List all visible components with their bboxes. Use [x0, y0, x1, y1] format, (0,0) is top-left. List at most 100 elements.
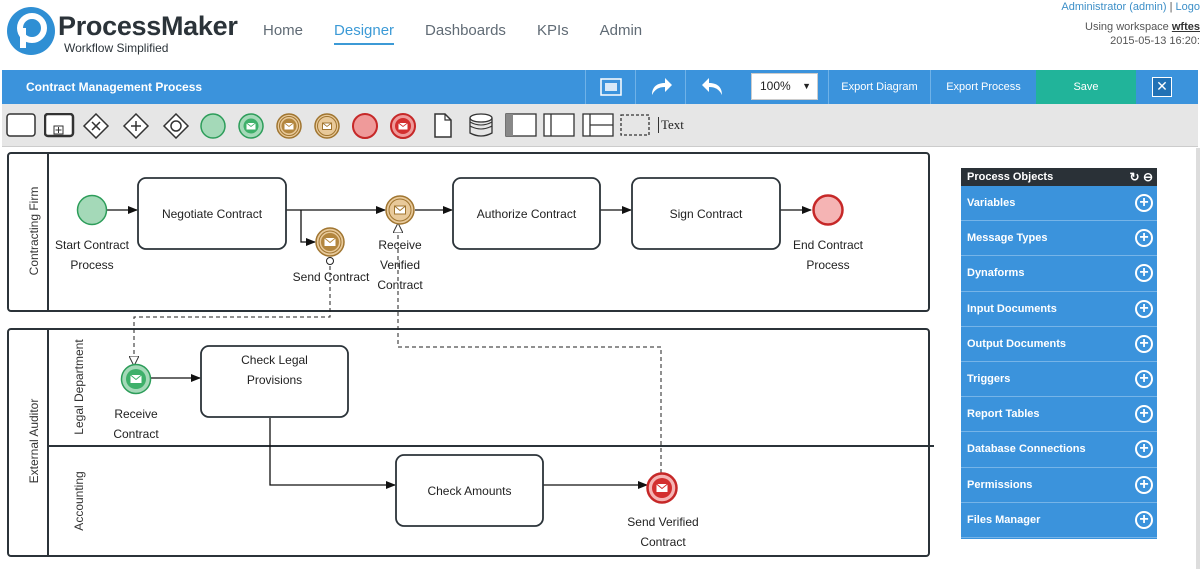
- panel-title: Process Objects: [967, 171, 1054, 183]
- event-label-line: Contract: [377, 278, 423, 292]
- task-check-amounts[interactable]: [395, 454, 544, 527]
- diagram-canvas[interactable]: Contracting Firm External Auditor Legal …: [0, 148, 950, 569]
- lane-split-icon[interactable]: [582, 113, 614, 139]
- add-icon[interactable]: +: [1135, 510, 1153, 529]
- add-icon[interactable]: +: [1135, 194, 1153, 212]
- chevron-down-icon: ▼: [802, 81, 811, 91]
- panel-item-permissions[interactable]: Permissions +: [961, 468, 1157, 503]
- save-button[interactable]: Save: [1036, 70, 1136, 104]
- message-flow-send-contract[interactable]: [134, 259, 331, 365]
- zoom-select[interactable]: 100% ▼: [751, 73, 818, 100]
- send-verified-event[interactable]: [646, 472, 678, 504]
- lane-tool-icon[interactable]: [543, 113, 575, 139]
- parallel-gateway-icon[interactable]: [122, 113, 150, 139]
- text-annotation-tool[interactable]: Text: [658, 117, 684, 133]
- panel-item-label: Permissions: [967, 478, 1033, 491]
- panel-item-report-tables[interactable]: Report Tables+: [961, 397, 1157, 433]
- nav-kpis[interactable]: KPIs: [536, 22, 569, 39]
- panel-item-output-documents[interactable]: Output Documents+: [961, 327, 1157, 362]
- add-icon[interactable]: +: [1135, 299, 1153, 318]
- end-message-event-icon[interactable]: [389, 113, 417, 141]
- undo-button[interactable]: [685, 70, 740, 104]
- task-label: Sign Contract: [669, 206, 743, 221]
- task-negotiate-contract[interactable]: [137, 177, 287, 250]
- add-icon[interactable]: +: [1135, 264, 1153, 283]
- panel-item-files-manager[interactable]: Files Manager+: [961, 503, 1157, 538]
- task-label: Check Legal Provisions: [201, 350, 348, 390]
- panel-item-input-documents[interactable]: Input Documents+: [961, 292, 1157, 327]
- event-label: Send Verified Contract: [608, 512, 718, 552]
- flow-negotiate-send[interactable]: [300, 210, 316, 246]
- add-icon[interactable]: +: [1135, 369, 1153, 388]
- event-label-line: Send Verified: [627, 515, 699, 529]
- logout-link[interactable]: Logo: [1175, 1, 1200, 13]
- user-name-link[interactable]: Administrator (admin): [1061, 1, 1167, 13]
- shapes-palette: Text: [2, 104, 1198, 147]
- workspace-info: Using workspace wftes 2015-05-13 16:20:: [1085, 20, 1200, 48]
- nav-designer[interactable]: Designer: [334, 22, 395, 45]
- event-label-line: Contract: [640, 535, 686, 549]
- nav-admin[interactable]: Admin: [599, 22, 643, 39]
- task-label: Check Amounts: [427, 483, 512, 498]
- end-event-icon[interactable]: [351, 113, 379, 141]
- export-diagram-button[interactable]: Export Diagram: [828, 70, 930, 104]
- brand-name: ProcessMaker: [58, 11, 238, 41]
- flow-checklegal-checkamounts[interactable]: [269, 418, 396, 489]
- panel-item-label: Variables: [967, 197, 1016, 209]
- pool-tool-icon[interactable]: [505, 113, 537, 139]
- data-store-icon[interactable]: [467, 113, 495, 139]
- data-object-icon[interactable]: [432, 113, 454, 139]
- task-label: Authorize Contract: [476, 206, 577, 221]
- task-sign-contract[interactable]: [631, 177, 781, 250]
- task-authorize-contract[interactable]: [452, 177, 601, 250]
- event-label-line: Verified: [379, 258, 421, 272]
- workspace-name[interactable]: wftes: [1171, 21, 1200, 33]
- panel-item-dynaforms[interactable]: Dynaforms +: [961, 256, 1157, 292]
- start-event-icon[interactable]: [199, 113, 227, 141]
- end-event[interactable]: [812, 194, 844, 226]
- add-icon[interactable]: +: [1135, 229, 1153, 248]
- task-label: Negotiate Contract: [161, 206, 263, 221]
- receive-contract-event[interactable]: [120, 363, 152, 395]
- add-icon[interactable]: +: [1135, 440, 1153, 459]
- add-icon[interactable]: +: [1135, 334, 1153, 353]
- processmaker-logo[interactable]: [6, 6, 206, 56]
- receive-verified-event[interactable]: [385, 195, 415, 225]
- redo-button[interactable]: [635, 70, 685, 104]
- export-process-button[interactable]: Export Process: [930, 70, 1036, 104]
- intermediate-send-icon[interactable]: [275, 113, 303, 141]
- nav-home[interactable]: Home: [263, 22, 304, 39]
- inclusive-gateway-icon[interactable]: [162, 113, 190, 139]
- close-icon[interactable]: ✕: [1152, 77, 1172, 97]
- intermediate-receive-icon[interactable]: [313, 113, 341, 141]
- redo-icon: [651, 78, 672, 95]
- send-contract-event[interactable]: [315, 227, 345, 257]
- exclusive-gateway-icon[interactable]: [82, 113, 110, 139]
- start-event[interactable]: [76, 194, 108, 226]
- panel-item-database-connections[interactable]: Database Connections +: [961, 432, 1157, 468]
- group-tool-icon[interactable]: [620, 113, 652, 139]
- nav-dashboards[interactable]: Dashboards: [425, 22, 506, 39]
- subprocess-tool-icon[interactable]: [44, 113, 76, 139]
- panel-item-variables[interactable]: Variables +: [961, 186, 1157, 222]
- panel-item-label: Dynaforms: [967, 267, 1025, 280]
- collapse-icon[interactable]: ⊖: [1142, 170, 1153, 184]
- brand-tagline: Workflow Simplified: [64, 41, 169, 55]
- panel-item-triggers[interactable]: Triggers+: [961, 362, 1157, 398]
- panel-item-message-types[interactable]: Message Types+: [961, 221, 1157, 257]
- panel-item-label: Database Connections: [967, 443, 1086, 456]
- task-tool-icon[interactable]: [6, 113, 38, 139]
- canvas-scrollbar[interactable]: [1196, 148, 1200, 569]
- add-icon[interactable]: +: [1135, 405, 1153, 424]
- main-nav: Home Designer Dashboards KPIs Admin: [263, 22, 673, 45]
- task-check-legal[interactable]: [200, 345, 349, 418]
- message-flow-send-verified[interactable]: [398, 224, 662, 473]
- refresh-icon[interactable]: ↻: [1129, 170, 1140, 184]
- start-message-event-icon[interactable]: [237, 113, 265, 141]
- timestamp: 2015-05-13 16:20:: [1110, 35, 1200, 47]
- fullscreen-button[interactable]: [585, 70, 635, 104]
- add-icon[interactable]: +: [1135, 475, 1153, 494]
- bpmn-diagram[interactable]: [0, 148, 950, 569]
- logo-icon: [7, 7, 55, 55]
- event-label: Send Contract: [292, 270, 370, 284]
